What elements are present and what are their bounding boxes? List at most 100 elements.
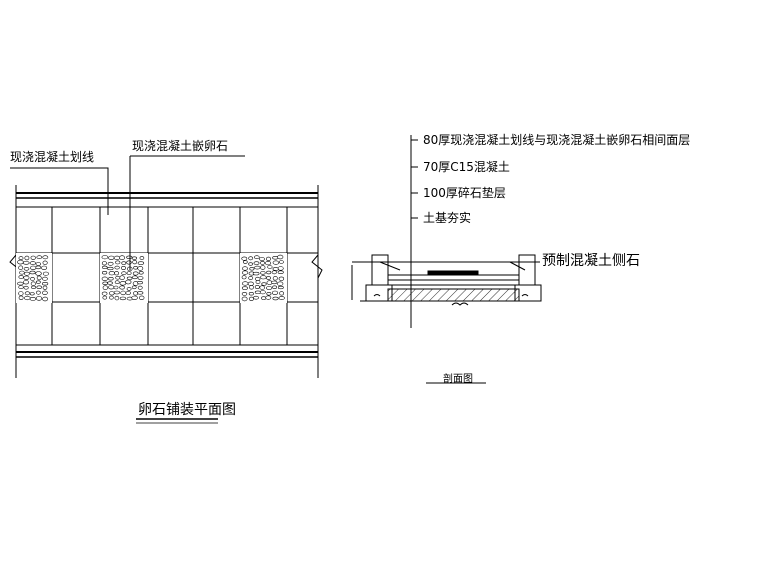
layer-label-subgrade: 土基夯实	[423, 211, 472, 225]
pebble	[101, 261, 107, 266]
pebble	[265, 261, 272, 266]
pebble	[259, 290, 266, 295]
pebble	[254, 284, 260, 289]
pebble	[119, 275, 125, 281]
pebble	[121, 261, 127, 265]
pebble	[260, 260, 265, 265]
pebble	[254, 265, 261, 270]
pebble	[113, 285, 119, 290]
pebble	[114, 295, 120, 301]
pebble	[29, 292, 35, 296]
pebble	[137, 281, 143, 285]
pebble	[18, 291, 24, 296]
pebble	[24, 255, 30, 261]
pebble	[277, 266, 284, 271]
pebble	[125, 291, 131, 295]
pebble	[266, 292, 272, 296]
pebble	[121, 265, 127, 270]
pebble	[102, 265, 108, 270]
pebble	[137, 276, 144, 280]
pebble	[42, 285, 48, 290]
layer-label-gravel: 100厚碎石垫层	[423, 186, 506, 200]
pebble	[260, 265, 266, 270]
pebble	[138, 271, 144, 275]
pebble	[278, 296, 285, 300]
pebble	[271, 290, 279, 295]
pebble	[277, 285, 284, 290]
pebble	[35, 271, 42, 276]
pebble	[42, 271, 49, 276]
pebble	[271, 270, 277, 275]
pebble	[253, 261, 260, 265]
pebble	[22, 280, 29, 285]
pebble	[109, 295, 114, 300]
pebble	[30, 276, 35, 281]
pebble	[18, 275, 24, 279]
pebble	[241, 256, 248, 261]
pebble	[30, 255, 36, 260]
pebble	[108, 277, 114, 281]
pebble	[137, 291, 144, 295]
pebble	[242, 266, 248, 271]
pebble	[119, 285, 125, 290]
pebble	[114, 280, 120, 285]
pebble	[114, 265, 120, 270]
pebble	[119, 255, 125, 261]
pebble	[260, 275, 267, 280]
section-caption: 剖面图	[443, 374, 473, 385]
pebble	[35, 262, 41, 266]
pebble	[248, 256, 254, 261]
pebble	[107, 281, 113, 285]
plan-caption: 卵石铺装平面图	[138, 402, 236, 418]
pebble	[36, 275, 42, 281]
pebble	[267, 265, 273, 269]
pebble	[279, 291, 284, 296]
pebble	[272, 285, 277, 289]
pebble	[137, 261, 145, 265]
pebble	[101, 291, 108, 296]
pebble	[36, 285, 42, 289]
pebble	[241, 286, 248, 290]
break-symbol-right	[311, 254, 323, 279]
pebble	[125, 279, 132, 285]
pebble	[261, 282, 267, 286]
pebble	[249, 267, 255, 271]
pebble	[278, 276, 285, 281]
pebble	[259, 257, 265, 261]
pebble	[126, 255, 133, 259]
pebble	[248, 292, 254, 296]
pebble	[30, 281, 36, 286]
curb-right	[518, 254, 536, 286]
pebble	[114, 271, 119, 276]
pebble	[115, 260, 121, 265]
leader-line-plan-line	[10, 167, 109, 215]
pebble	[272, 276, 278, 281]
pebble	[255, 279, 261, 284]
pebble	[35, 296, 43, 301]
pebble	[132, 271, 139, 276]
layer-label-concrete: 70厚C15混凝土	[423, 160, 510, 174]
pebble	[132, 275, 138, 280]
pebble	[101, 276, 108, 281]
pebble	[139, 295, 145, 300]
pebble	[42, 296, 48, 302]
pebble	[126, 287, 132, 291]
pebble	[266, 286, 273, 290]
pebble	[102, 285, 108, 291]
curb-label: 预制混凝土侧石	[542, 253, 640, 269]
pebble	[107, 266, 114, 271]
pebble	[22, 261, 30, 265]
pebble	[24, 271, 30, 276]
pebble	[266, 276, 271, 280]
pebble	[249, 285, 254, 290]
pebble	[131, 295, 138, 300]
layer-label-surface: 80厚现浇混凝土划线与现浇混凝土嵌卵石相间面层	[423, 133, 691, 147]
pebble	[241, 296, 248, 302]
pebble	[23, 275, 30, 280]
pebble	[278, 260, 284, 264]
pebble	[31, 285, 37, 289]
pebble	[42, 276, 48, 281]
